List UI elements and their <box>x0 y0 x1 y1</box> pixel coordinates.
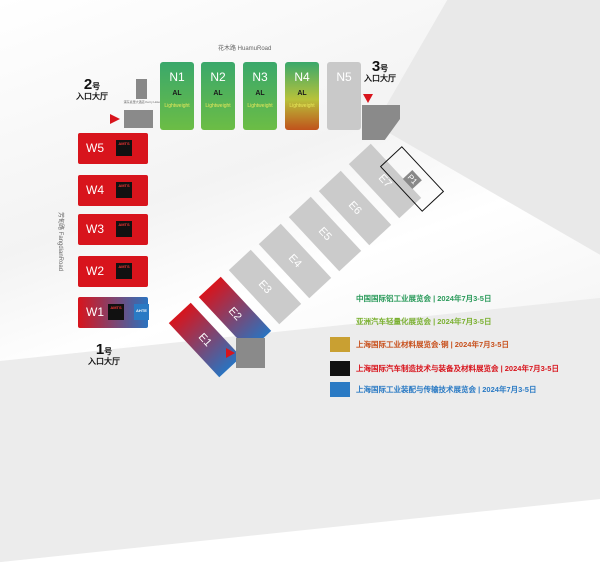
al-logo-icon <box>330 291 350 306</box>
entrance-1-hall[interactable] <box>236 338 265 368</box>
arrow-icon <box>226 348 235 358</box>
hall-label: W2 <box>86 264 104 278</box>
lightweight-logo-icon <box>330 314 350 329</box>
hall-label: N5 <box>336 70 352 84</box>
legend-text: 亚洲汽车轻量化展览会 | 2024年7月3-5日 <box>356 317 492 326</box>
hall-label: N4 <box>294 70 310 84</box>
hall-label: N1 <box>169 70 185 84</box>
hall-label: E4 <box>286 251 304 270</box>
legend-item: 上海国际工业装配与传输技术展览会 | 2024年7月3-5日 <box>330 382 536 397</box>
entrance-2-label: 2号入口大厅 <box>76 76 108 101</box>
hall-label: W3 <box>86 222 104 236</box>
legend-item: 上海国际工业材料展览会·铜 | 2024年7月3-5日 <box>330 337 509 352</box>
legend-item: 亚洲汽车轻量化展览会 | 2024年7月3-5日 <box>330 314 491 329</box>
amts-logo: AMTS <box>116 263 132 279</box>
west-road-label: 芳甸路 FangdianRoad <box>57 212 63 272</box>
lightweight-logo: Lightweight <box>289 103 315 109</box>
amts-logo: AMTS <box>116 182 132 198</box>
legend-text: 上海国际工业材料展览会·铜 | 2024年7月3-5日 <box>356 340 509 349</box>
hall-w4[interactable]: W4 AMTS <box>78 175 148 206</box>
amts-logo-icon <box>330 361 350 376</box>
hall-p1-label: P1 <box>402 169 422 189</box>
arrow-icon <box>363 94 373 103</box>
hall-label: E2 <box>226 304 244 323</box>
hall-label: E1 <box>196 330 214 350</box>
hall-n5[interactable]: N5 <box>327 62 361 130</box>
lightweight-logo: Lightweight <box>205 103 231 109</box>
hall-w2[interactable]: W2 AMTS <box>78 256 148 287</box>
copper-logo-icon <box>330 337 350 352</box>
hotel-building-icon <box>136 79 147 99</box>
al-logo: AL <box>172 90 182 97</box>
amts-logo: AMTS <box>116 221 132 237</box>
hall-label: E5 <box>316 224 334 244</box>
ahte-logo-icon <box>330 382 350 397</box>
lightweight-logo: Lightweight <box>164 103 190 109</box>
legend-text: 中国国际铝工业展览会 | 2024年7月3-5日 <box>356 294 492 303</box>
hall-label: W1 <box>86 305 104 319</box>
hall-w1[interactable]: W1 AMTS AHTE <box>78 297 149 328</box>
al-logo: AL <box>213 90 223 97</box>
arrow-icon <box>110 114 120 124</box>
amts-logo: AMTS <box>108 304 124 320</box>
lightweight-logo: Lightweight <box>247 103 273 109</box>
legend-item: 中国国际铝工业展览会 | 2024年7月3-5日 <box>330 291 491 306</box>
hall-w3[interactable]: W3 AMTS <box>78 214 148 245</box>
hall-label: W4 <box>86 183 104 197</box>
hall-w5[interactable]: W5 AMTS <box>78 133 148 164</box>
hall-label: N3 <box>252 70 268 84</box>
legend-text: 上海国际汽车制造技术与装备及材料展览会 | 2024年7月3-5日 <box>356 364 559 373</box>
legend-text: 上海国际工业装配与传输技术展览会 | 2024年7月3-5日 <box>356 385 537 394</box>
amts-logo: AMTS <box>116 140 132 156</box>
entrance-1-label: 1号入口大厅 <box>88 341 120 366</box>
hall-label: E3 <box>256 277 274 297</box>
al-logo: AL <box>297 90 307 97</box>
entrance-2-hall[interactable] <box>124 110 153 128</box>
ahte-logo: AHTE <box>134 304 149 320</box>
hotel-label: 浦东嘉里大酒店 Kerry Hotel <box>123 100 161 104</box>
hall-label: N2 <box>210 70 226 84</box>
legend-item: 上海国际汽车制造技术与装备及材料展览会 | 2024年7月3-5日 <box>330 361 559 376</box>
north-road-label: 花木路 HuamuRoad <box>218 46 272 52</box>
entrance-3-label: 3号入口大厅 <box>364 58 396 83</box>
hall-label: E6 <box>346 198 364 217</box>
hall-label: W5 <box>86 141 104 155</box>
al-logo: AL <box>255 90 265 97</box>
